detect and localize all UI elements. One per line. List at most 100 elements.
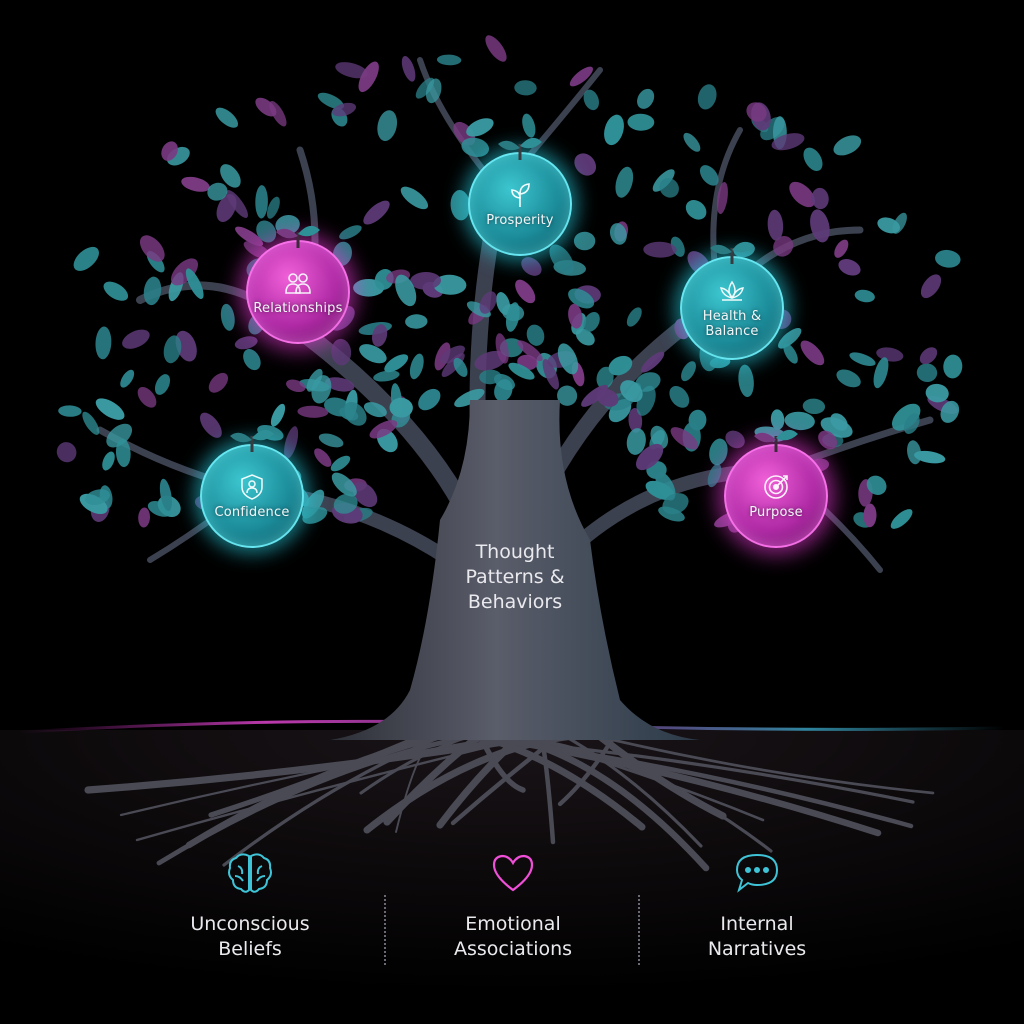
fruit-label: Confidence [214, 504, 290, 520]
leaf [384, 354, 409, 373]
leaf [199, 412, 222, 438]
leaf [243, 349, 261, 371]
leaf [377, 110, 398, 141]
leaf [669, 385, 690, 408]
leaf [330, 455, 351, 472]
leaf [640, 351, 665, 373]
tree-roots [84, 731, 935, 872]
leaf [102, 451, 115, 471]
leaf [181, 176, 210, 192]
leaf [235, 226, 264, 246]
leaf [575, 328, 595, 346]
leaf [425, 78, 442, 104]
leaf-stem-icon [754, 429, 798, 452]
leaf [73, 246, 99, 271]
leaf [818, 430, 838, 450]
leaf [122, 329, 150, 349]
leaf [369, 420, 398, 439]
leaf [662, 493, 689, 515]
leaf [716, 181, 728, 215]
brain-icon [228, 853, 272, 893]
separator-left [384, 895, 386, 965]
leaf [803, 147, 823, 172]
leaf [333, 493, 358, 514]
leaf [358, 61, 379, 93]
leaf [466, 118, 494, 137]
leaf [650, 425, 669, 449]
leaf [302, 507, 328, 524]
leaf [400, 186, 429, 210]
leaf [517, 340, 543, 362]
leaf [670, 427, 699, 450]
leaf [626, 307, 642, 327]
leaf [568, 288, 595, 309]
speech-bubble-icon [735, 853, 779, 893]
leaf [215, 107, 239, 128]
leaf [773, 236, 794, 257]
leaf-stem-icon [498, 137, 542, 160]
leaf [526, 324, 545, 346]
root-strand [119, 733, 514, 817]
leaf-stem-icon [230, 429, 274, 452]
leaf [778, 328, 802, 349]
leaf [266, 196, 280, 219]
leaf [699, 165, 719, 186]
leaf [920, 274, 942, 299]
leaf [234, 336, 258, 350]
leaf [608, 355, 633, 376]
leaf [410, 271, 441, 290]
leaf [159, 478, 172, 512]
leaf [863, 503, 877, 528]
leaf [557, 385, 578, 406]
leaf [389, 397, 413, 418]
leaf [688, 409, 707, 431]
leaf [436, 54, 462, 66]
leaf [569, 66, 594, 87]
leaf [395, 274, 417, 307]
leaf [707, 463, 722, 488]
leaf [306, 368, 323, 392]
leaf [495, 333, 509, 364]
leaf [925, 383, 949, 403]
leaf [919, 347, 938, 365]
leaf [789, 181, 816, 208]
leaf [810, 209, 830, 243]
leaf [940, 400, 960, 423]
leaf [352, 482, 378, 508]
leaf [154, 374, 171, 395]
leaf [890, 509, 913, 529]
leaf [836, 369, 861, 388]
leaf [139, 235, 165, 262]
leaf [461, 137, 490, 157]
leaf [371, 324, 388, 347]
fruit-label: Health &Balance [702, 309, 762, 339]
fruit-label: Purpose [749, 504, 803, 520]
leaf [331, 472, 357, 497]
leaf [771, 133, 805, 151]
leaf [943, 354, 963, 379]
root-strand [450, 732, 563, 826]
leaf [645, 480, 675, 500]
leaf [363, 402, 387, 418]
shield-person-icon [241, 473, 263, 500]
leaf [297, 405, 329, 418]
separator-right [638, 895, 640, 965]
leaf [85, 489, 110, 505]
leaf [485, 35, 507, 62]
leaf [635, 372, 661, 392]
leaf [620, 380, 643, 403]
leaf [767, 209, 784, 241]
leaf [800, 340, 825, 366]
leaf [573, 231, 596, 251]
soil [0, 719, 1024, 1024]
fruit-relationships: Relationships [246, 225, 350, 344]
leaf [163, 335, 182, 364]
root-strand [472, 731, 646, 831]
leaf [783, 343, 798, 364]
leaf [627, 113, 655, 131]
